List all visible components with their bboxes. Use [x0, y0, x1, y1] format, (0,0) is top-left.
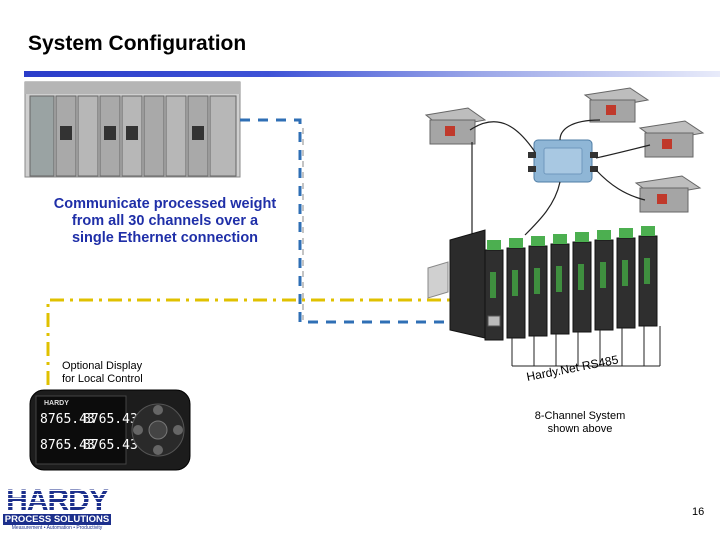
- system-note-line-2: shown above: [547, 423, 613, 436]
- local-display: HARDY 8765.43 8765.43 8765.43 8765.43: [29, 389, 191, 471]
- page-title: System Configuration: [28, 32, 247, 55]
- page-number: 16: [692, 506, 705, 518]
- callout-line-3: single Ethernet connection: [71, 229, 259, 246]
- title-underline: [24, 71, 720, 77]
- load-cell-right: [638, 120, 705, 158]
- din-rail: [427, 261, 449, 299]
- load-cell-left: [424, 107, 487, 145]
- callout-text: Communicate processed weight from all 30…: [34, 196, 296, 246]
- load-cell-cables: [469, 119, 651, 245]
- display-reading-4: 8765.43: [83, 438, 138, 453]
- keypad-right-icon: [173, 425, 183, 435]
- ethernet-connection: [240, 118, 470, 324]
- display-brand: HARDY: [44, 400, 69, 407]
- optional-display-line-2: for Local Control: [62, 373, 143, 386]
- system-note: 8-Channel System shown above: [520, 410, 640, 436]
- hardy-logo: HARDY PROCESS SOLUTIONS Measurement • Au…: [3, 486, 111, 533]
- logo-wordmark: HARDY: [3, 486, 111, 516]
- module-bank: [449, 226, 658, 341]
- keypad-up-icon: [153, 405, 163, 415]
- optional-display-line-1: Optional Display: [62, 360, 143, 372]
- display-reading-3: 8765.43: [40, 438, 95, 453]
- logo-subtitle: PROCESS SOLUTIONS: [3, 514, 111, 525]
- rs485-bus-lines: [511, 326, 661, 367]
- optional-display-label: Optional Display for Local Control: [62, 360, 143, 386]
- display-reading-2: 8765.43: [83, 412, 138, 427]
- load-cell-bottom: [634, 175, 702, 213]
- load-cell-top: [583, 87, 650, 123]
- display-reading-1: 8765.43: [40, 412, 95, 427]
- keypad-down-icon: [153, 445, 163, 455]
- keypad-left-icon: [133, 425, 143, 435]
- junction-box: [528, 139, 598, 183]
- callout-line-1: Communicate processed weight: [53, 196, 277, 212]
- callout-line-2: from all 30 channels over a: [71, 212, 259, 229]
- system-note-line-1: 8-Channel System: [534, 410, 626, 422]
- plc-rack: [24, 81, 241, 178]
- logo-tagline: Measurement • Automation • Productivity: [11, 525, 103, 531]
